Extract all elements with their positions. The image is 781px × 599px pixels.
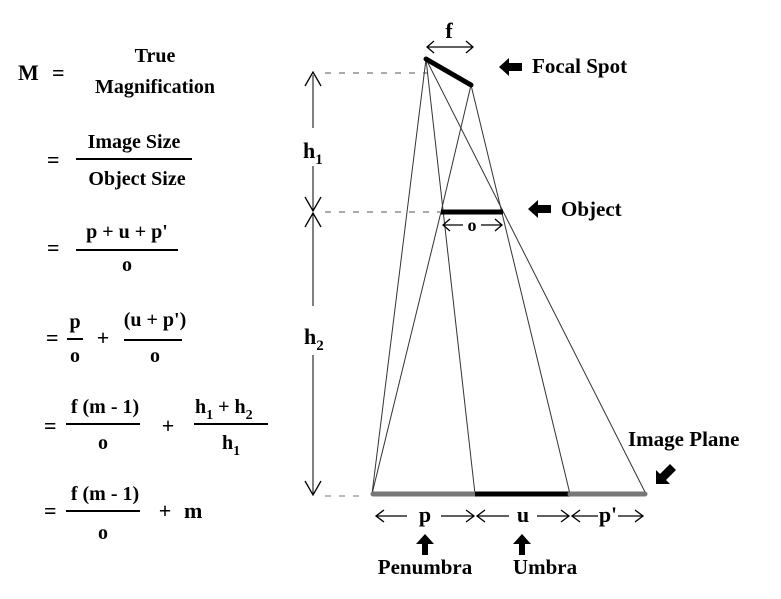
eq-equals-1: = bbox=[52, 60, 65, 85]
eq5-numerator-1: f (m - 1) bbox=[71, 396, 139, 418]
f-label: f bbox=[445, 18, 453, 43]
eq4-plus: + bbox=[97, 325, 110, 350]
eq5-numerator-2: h1 + h2 bbox=[195, 396, 253, 423]
eq5-plus: + bbox=[162, 413, 175, 438]
ray-right-to-object-left bbox=[440, 84, 472, 213]
umbra-pointer-arrow-icon bbox=[513, 534, 531, 555]
object-pointer-arrow-icon bbox=[528, 200, 551, 218]
eq3-numerator: p + u + p' bbox=[86, 221, 168, 243]
eq5-denominator-2: h1 bbox=[222, 432, 240, 459]
p-prime-label: p' bbox=[599, 502, 617, 527]
p-label: p bbox=[419, 502, 431, 527]
eq-equals-3: = bbox=[47, 235, 60, 260]
eq1-bottom: Magnification bbox=[95, 76, 215, 98]
eq6-numerator-1: f (m - 1) bbox=[71, 483, 139, 505]
eq2-numerator: Image Size bbox=[88, 131, 181, 153]
ray-left-outer bbox=[371, 58, 427, 495]
object-label: Object bbox=[561, 197, 622, 221]
o-label: o bbox=[468, 215, 477, 235]
rays bbox=[371, 58, 647, 495]
eq6-plus: + bbox=[159, 498, 172, 523]
focal-spot-pointer-arrow-icon bbox=[499, 58, 522, 76]
u-label: u bbox=[517, 502, 529, 527]
eq4-denominator-1: o bbox=[70, 345, 80, 367]
eq-equals-2: = bbox=[47, 147, 60, 172]
penumbra-label: Penumbra bbox=[378, 555, 473, 579]
eq-equals-4: = bbox=[46, 325, 59, 350]
shadow-dimensions bbox=[374, 509, 645, 523]
h2-arrowhead-down bbox=[304, 480, 322, 497]
eq-equals-6: = bbox=[44, 498, 57, 523]
eq4-numerator-1: p bbox=[69, 311, 80, 333]
eq4-denominator-2: o bbox=[150, 345, 160, 367]
eq-lhs: M bbox=[18, 60, 39, 85]
geometry: h1 h2 f Focal Spot o bbox=[303, 18, 739, 579]
f-arrowhead-left bbox=[426, 40, 435, 54]
eq-equals-5: = bbox=[44, 413, 57, 438]
ray-umbra-right bbox=[470, 84, 571, 495]
image-plane-pointer-arrow-icon bbox=[656, 464, 676, 484]
focal-spot-label: Focal Spot bbox=[532, 54, 627, 78]
f-arrowhead-right bbox=[465, 40, 474, 54]
ray-umbra-left bbox=[425, 58, 476, 495]
eq5-denominator-1: o bbox=[98, 432, 108, 454]
o-arrowhead-left bbox=[442, 218, 451, 232]
equations: M = True Magnification = Image Size Obje… bbox=[18, 45, 268, 544]
eq6-term-m: m bbox=[184, 498, 202, 523]
ray-right-outer bbox=[425, 58, 647, 495]
h1-label: h1 bbox=[303, 138, 323, 168]
o-arrowhead-right bbox=[494, 218, 503, 232]
ray-penumbra-left bbox=[371, 211, 442, 495]
eq4-numerator-2: (u + p') bbox=[124, 309, 187, 331]
h1-arrowhead-down bbox=[304, 196, 322, 213]
penumbra-pointer-arrow-icon bbox=[416, 534, 434, 555]
eq6-denominator-1: o bbox=[98, 522, 108, 544]
h2-label: h2 bbox=[304, 324, 324, 354]
image-plane-label: Image Plane bbox=[628, 427, 739, 451]
umbra-label: Umbra bbox=[513, 555, 578, 579]
eq1-top: True bbox=[135, 45, 176, 67]
eq3-denominator: o bbox=[122, 254, 132, 276]
focal-spot-bar bbox=[423, 56, 474, 88]
eq2-denominator: Object Size bbox=[88, 168, 185, 190]
h2-arrowhead-up bbox=[304, 211, 322, 228]
h1-arrowhead-up bbox=[304, 70, 322, 87]
